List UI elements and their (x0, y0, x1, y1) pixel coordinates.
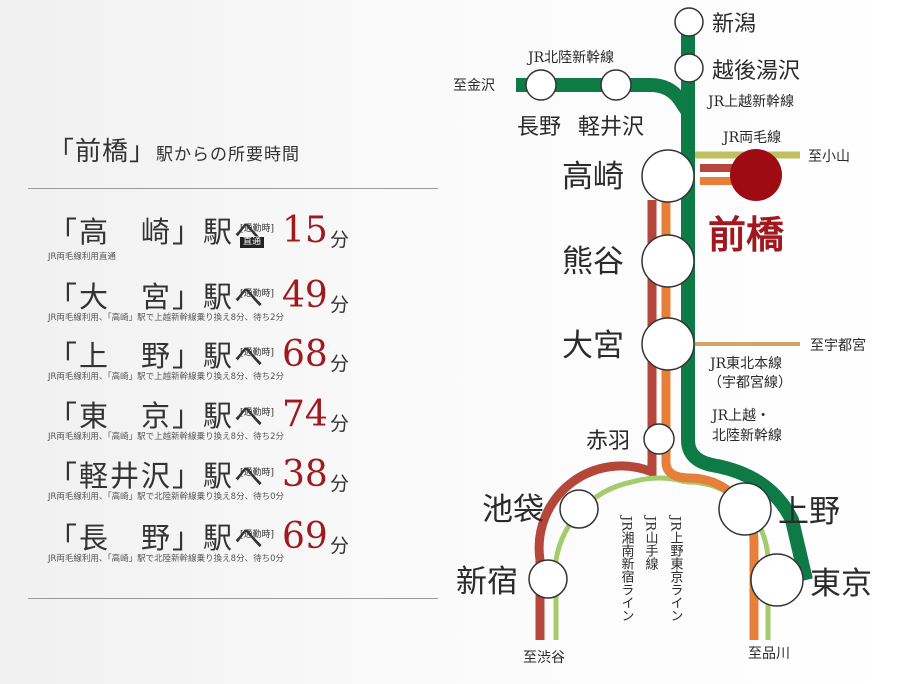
route-destination: 「大 宮」駅へ (48, 280, 266, 314)
label-maebashi: 前橋 (708, 212, 784, 257)
route-minutes: 68 (282, 334, 328, 375)
station-takasaki (641, 149, 695, 203)
heading-subtitle: 駅からの所要時間 (156, 145, 301, 165)
label-joetsu-hokuriku-1: JR上越・ (710, 408, 770, 424)
label-to-oyama: 至小山 (808, 149, 850, 165)
commute-tag: [通勤時] (240, 224, 275, 234)
line-labels: JR北陸新幹線 JR上越新幹線 JR両毛線 JR東北本線 （宇都宮線） JR上越… (526, 49, 794, 622)
station-labels: 新潟 越後湯沢 長野 軽井沢 高崎 前橋 熊谷 大宮 赤羽 池袋 新宿 上野 東… (456, 12, 872, 602)
station-shinjuku (528, 559, 568, 599)
top-divider (28, 188, 438, 189)
commute-tag: [通勤時] (240, 289, 275, 299)
label-ryomo: JR両毛線 (721, 130, 781, 146)
route-minutes: 74 (282, 394, 328, 435)
route-note: JR両毛線利用、「高崎」駅で北陸新幹線乗り換え8分、待ち0分 (48, 554, 284, 564)
label-hokuriku-shinkansen: JR北陸新幹線 (526, 49, 614, 66)
label-to-shinagawa: 至品川 (748, 646, 790, 662)
station-ikebukuro (559, 489, 599, 529)
station-ueno (718, 482, 772, 536)
station-karuizawa (600, 69, 632, 101)
station-kumagaya (641, 234, 695, 288)
label-ikebukuro: 池袋 (482, 492, 544, 528)
label-tokyo: 東京 (810, 566, 872, 602)
route-omiya: 「大 宮」駅へ [通勤時] 49 分 JR両毛線利用、「高崎」駅で上越新幹線乗り… (48, 276, 438, 340)
label-takasaki: 高崎 (562, 159, 624, 195)
route-destination: 「長 野」駅へ (48, 521, 266, 555)
label-tohoku-line: JR東北本線 (708, 356, 782, 372)
label-shonan-shinjuku: JR湘南新宿ライン (619, 514, 635, 622)
direct-badge: 直通 (240, 237, 265, 248)
minutes-unit: 分 (330, 353, 350, 375)
station-nagano (525, 69, 557, 101)
stations (525, 7, 804, 607)
label-to-kanazawa: 至金沢 (453, 78, 495, 94)
minutes-unit: 分 (330, 229, 350, 251)
label-ueno: 上野 (778, 494, 840, 530)
minutes-unit: 分 (330, 294, 350, 316)
commute-tag: [通勤時] (240, 348, 275, 358)
bottom-divider (28, 598, 438, 599)
shonan-shinjuku-line (534, 200, 657, 640)
route-tokyo: 「東 京」駅へ [通勤時] 74 分 JR両毛線利用、「高崎」駅で上越新幹線乗り… (48, 395, 438, 459)
joetsu-shinkansen (681, 20, 813, 582)
label-utsunomiya-line: （宇都宮線） (708, 375, 792, 391)
station-niigata (674, 7, 704, 37)
label-nagano: 長野 (517, 115, 561, 140)
label-niigata: 新潟 (712, 12, 756, 37)
heading-station: 「前橋」 (48, 137, 157, 167)
hokuriku-shinkansen (516, 78, 694, 116)
label-kumagaya: 熊谷 (562, 244, 624, 280)
label-echigo-yuzawa: 越後湯沢 (712, 59, 800, 84)
route-note: JR両毛線利用直通 (48, 252, 116, 262)
route-minutes: 38 (282, 454, 328, 495)
minutes-unit: 分 (330, 535, 350, 557)
label-omiya: 大宮 (562, 328, 624, 364)
route-minutes: 49 (282, 275, 328, 316)
route-note: JR両毛線利用、「高崎」駅で上越新幹線乗り換え8分、待ち2分 (48, 313, 284, 323)
route-destination: 「高 崎」駅へ (48, 215, 266, 249)
label-to-shibuya: 至渋谷 (523, 650, 565, 666)
route-nagano: 「長 野」駅へ [通勤時] 69 分 JR両毛線利用、「高崎」駅で北陸新幹線乗り… (48, 517, 438, 581)
route-note: JR両毛線利用、「高崎」駅で上越新幹線乗り換え8分、待ち2分 (48, 432, 284, 442)
label-akabane: 赤羽 (586, 429, 630, 454)
commute-tag: [通勤時] (240, 468, 275, 478)
station-echigo-yuzawa (674, 53, 704, 83)
commute-tag: [通勤時] (240, 408, 275, 418)
station-omiya (641, 317, 695, 371)
route-destination: 「上 野」駅へ (48, 339, 266, 373)
route-note: JR両毛線利用、「高崎」駅で上越新幹線乗り換え8分、待ち2分 (48, 372, 284, 382)
route-minutes: 69 (282, 516, 328, 557)
panel-heading: 「前橋」駅からの所要時間 (48, 131, 300, 168)
route-takasaki: 「高 崎」駅へ [通勤時] 直通 15 分 JR両毛線利用直通 (48, 211, 438, 275)
label-ueno-tokyo: JR上野東京ライン (668, 514, 684, 622)
station-maebashi (730, 149, 782, 201)
route-minutes: 15 (282, 210, 328, 251)
route-note: JR両毛線利用、「高崎」駅で北陸新幹線乗り換え8分、待ち0分 (48, 492, 284, 502)
label-yamanote: JR山手線 (643, 514, 659, 570)
commute-tag: [通勤時] (240, 530, 275, 540)
direction-labels: 至金沢 至小山 至宇都宮 至渋谷 至品川 (453, 78, 866, 666)
station-tokyo (750, 553, 804, 607)
route-destination: 「東 京」駅へ (48, 399, 266, 433)
label-shinjuku: 新宿 (456, 564, 518, 600)
route-ueno: 「上 野」駅へ [通勤時] 68 分 JR両毛線利用、「高崎」駅で上越新幹線乗り… (48, 335, 438, 399)
minutes-unit: 分 (330, 413, 350, 435)
label-to-utsunomiya: 至宇都宮 (810, 338, 866, 354)
label-joetsu-shinkansen: JR上越新幹線 (706, 93, 794, 110)
label-karuizawa: 軽井沢 (578, 115, 644, 140)
travel-time-panel: 「前橋」駅からの所要時間 「高 崎」駅へ [通勤時] 直通 15 分 JR両毛線… (0, 0, 440, 684)
route-destination: 「軽井沢」駅へ (48, 459, 266, 493)
label-joetsu-hokuriku-2: 北陸新幹線 (712, 427, 782, 444)
route-karuizawa: 「軽井沢」駅へ [通勤時] 38 分 JR両毛線利用、「高崎」駅で北陸新幹線乗り… (48, 455, 438, 519)
minutes-unit: 分 (330, 473, 350, 495)
station-akabane (643, 423, 675, 455)
